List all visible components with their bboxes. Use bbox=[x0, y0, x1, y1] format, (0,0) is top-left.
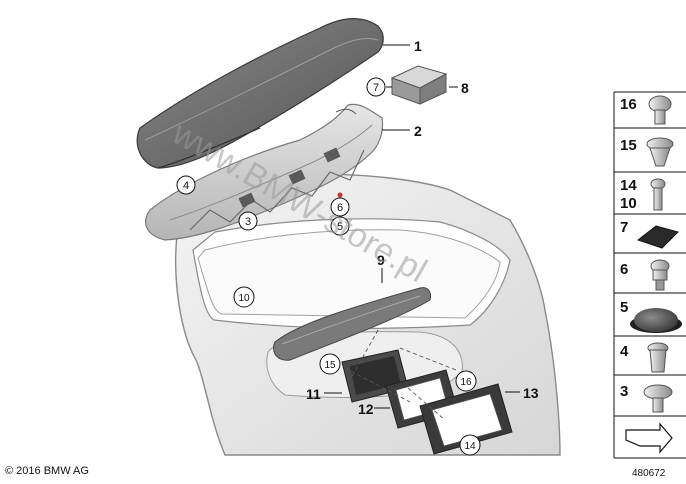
circled-callout-7-text: 7 bbox=[373, 82, 379, 94]
foam-block-8 bbox=[390, 65, 448, 105]
spoiler-carrier-2 bbox=[145, 103, 384, 241]
legend-10: 10 bbox=[620, 195, 637, 212]
circled-callout-10: 10 bbox=[233, 286, 255, 308]
copyright: © 2016 BMW AG bbox=[5, 465, 89, 477]
circled-callout-4-text: 4 bbox=[183, 180, 189, 192]
roof-spoiler-1 bbox=[136, 18, 384, 169]
circled-callout-14: 14 bbox=[459, 434, 481, 456]
circled-callout-3-text: 3 bbox=[245, 216, 251, 228]
screw-16-icon bbox=[648, 95, 672, 125]
screw-14-icon bbox=[650, 178, 666, 211]
legend-15: 15 bbox=[620, 137, 637, 154]
callout-labels: 1 2 8 9 11 12 13 bbox=[306, 38, 539, 417]
circled-callout-6-text: 6 bbox=[337, 202, 343, 214]
image-id: 480672 bbox=[632, 468, 666, 479]
callout-1: 1 bbox=[414, 38, 422, 54]
leader-lines bbox=[324, 44, 520, 409]
callout-8: 8 bbox=[461, 80, 469, 96]
legend-5: 5 bbox=[620, 299, 628, 316]
legend-7: 7 bbox=[620, 219, 628, 236]
circled-callout-15-text: 15 bbox=[324, 360, 336, 371]
callout-9: 9 bbox=[377, 252, 385, 268]
legend-16: 16 bbox=[620, 96, 637, 113]
circled-callout-7: 7 bbox=[366, 77, 386, 97]
circled-callout-15: 15 bbox=[319, 353, 341, 375]
circled-callout-3: 3 bbox=[238, 211, 258, 231]
callout-12: 12 bbox=[358, 401, 374, 417]
expanding-nut-4-icon bbox=[647, 342, 669, 373]
pad-7-icon bbox=[636, 225, 679, 249]
callout-13: 13 bbox=[523, 385, 539, 401]
circled-callout-10-text: 10 bbox=[238, 293, 250, 304]
circled-callout-5: 5 bbox=[330, 216, 350, 236]
trim-strip-9 bbox=[273, 287, 431, 361]
legend-6: 6 bbox=[620, 261, 628, 278]
circled-callout-5-text: 5 bbox=[337, 221, 343, 233]
callout-11: 11 bbox=[306, 386, 321, 402]
legend-3: 3 bbox=[620, 383, 628, 400]
plate-13 bbox=[419, 383, 513, 455]
callout-2: 2 bbox=[414, 123, 422, 139]
grommet-5-icon bbox=[630, 308, 682, 333]
arrow-symbol-icon bbox=[625, 422, 673, 454]
circled-callout-4: 4 bbox=[176, 175, 196, 195]
parts-legend: 16 15 14 10 7 6 5 4 bbox=[613, 91, 686, 459]
circled-callout-14-text: 14 bbox=[464, 441, 476, 452]
circled-callout-16: 16 bbox=[455, 370, 477, 392]
clip-15-icon bbox=[646, 137, 674, 167]
circled-callouts: 7 4 3 6 5 10 15 16 bbox=[176, 77, 481, 456]
legend-4: 4 bbox=[620, 343, 629, 360]
circled-callout-6: 6 bbox=[330, 197, 350, 217]
nut-6-icon bbox=[650, 259, 670, 291]
legend-14: 14 bbox=[620, 177, 637, 194]
screw-3-icon bbox=[643, 384, 673, 413]
circled-callout-16-text: 16 bbox=[460, 377, 472, 388]
